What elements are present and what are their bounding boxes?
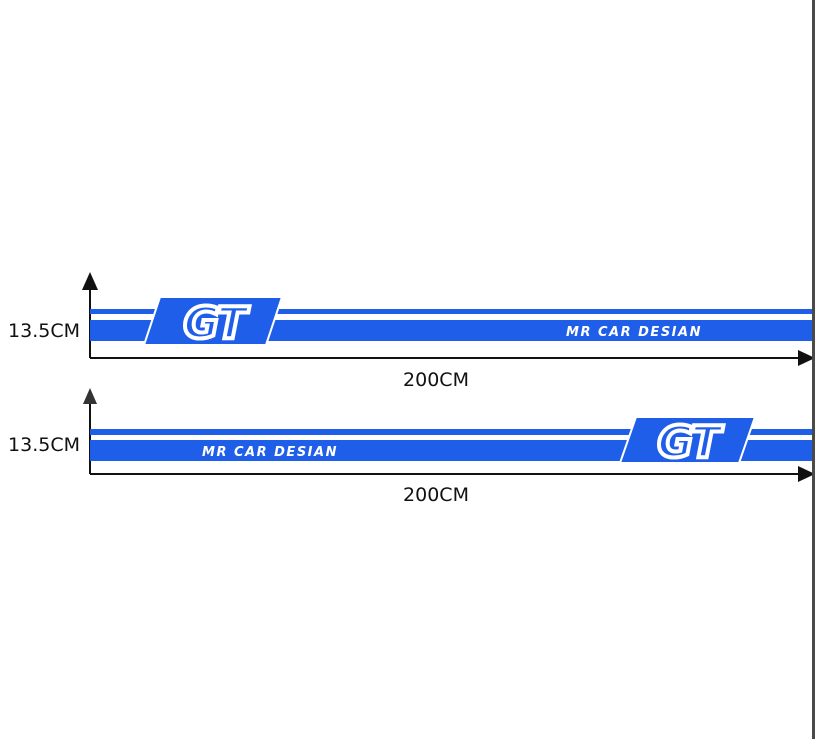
decal-2-width-arrow-icon bbox=[798, 466, 815, 482]
decal-1-width-arrow-icon bbox=[798, 350, 815, 366]
decal-2: GT MR CAR DESIAN 13.5CM 200CM bbox=[8, 388, 815, 506]
decal-1-gt-logo: GT bbox=[142, 296, 284, 351]
decal-2-height-label: 13.5CM bbox=[8, 434, 80, 456]
decal-1-height-arrow-icon bbox=[82, 272, 98, 290]
decal-1: GT MR CAR DESIAN 13.5CM 200CM bbox=[8, 272, 815, 391]
decal-1-brand-text: MR CAR DESIAN bbox=[566, 325, 702, 340]
decal-1-thin-stripe bbox=[90, 309, 815, 314]
decal-1-width-label: 200CM bbox=[403, 369, 469, 391]
decal-1-gt-logo-text: GT bbox=[183, 298, 249, 349]
decal-2-gt-logo: GT bbox=[618, 415, 757, 470]
decal-2-width-label: 200CM bbox=[403, 484, 469, 506]
decal-2-height-arrow-icon bbox=[83, 388, 97, 404]
decal-2-brand-text: MR CAR DESIAN bbox=[202, 445, 338, 460]
decal-2-gt-logo-text: GT bbox=[657, 417, 723, 468]
right-edge-border bbox=[812, 0, 815, 739]
decal-1-height-label: 13.5CM bbox=[8, 320, 80, 342]
decal-2-thin-stripe bbox=[90, 429, 815, 435]
